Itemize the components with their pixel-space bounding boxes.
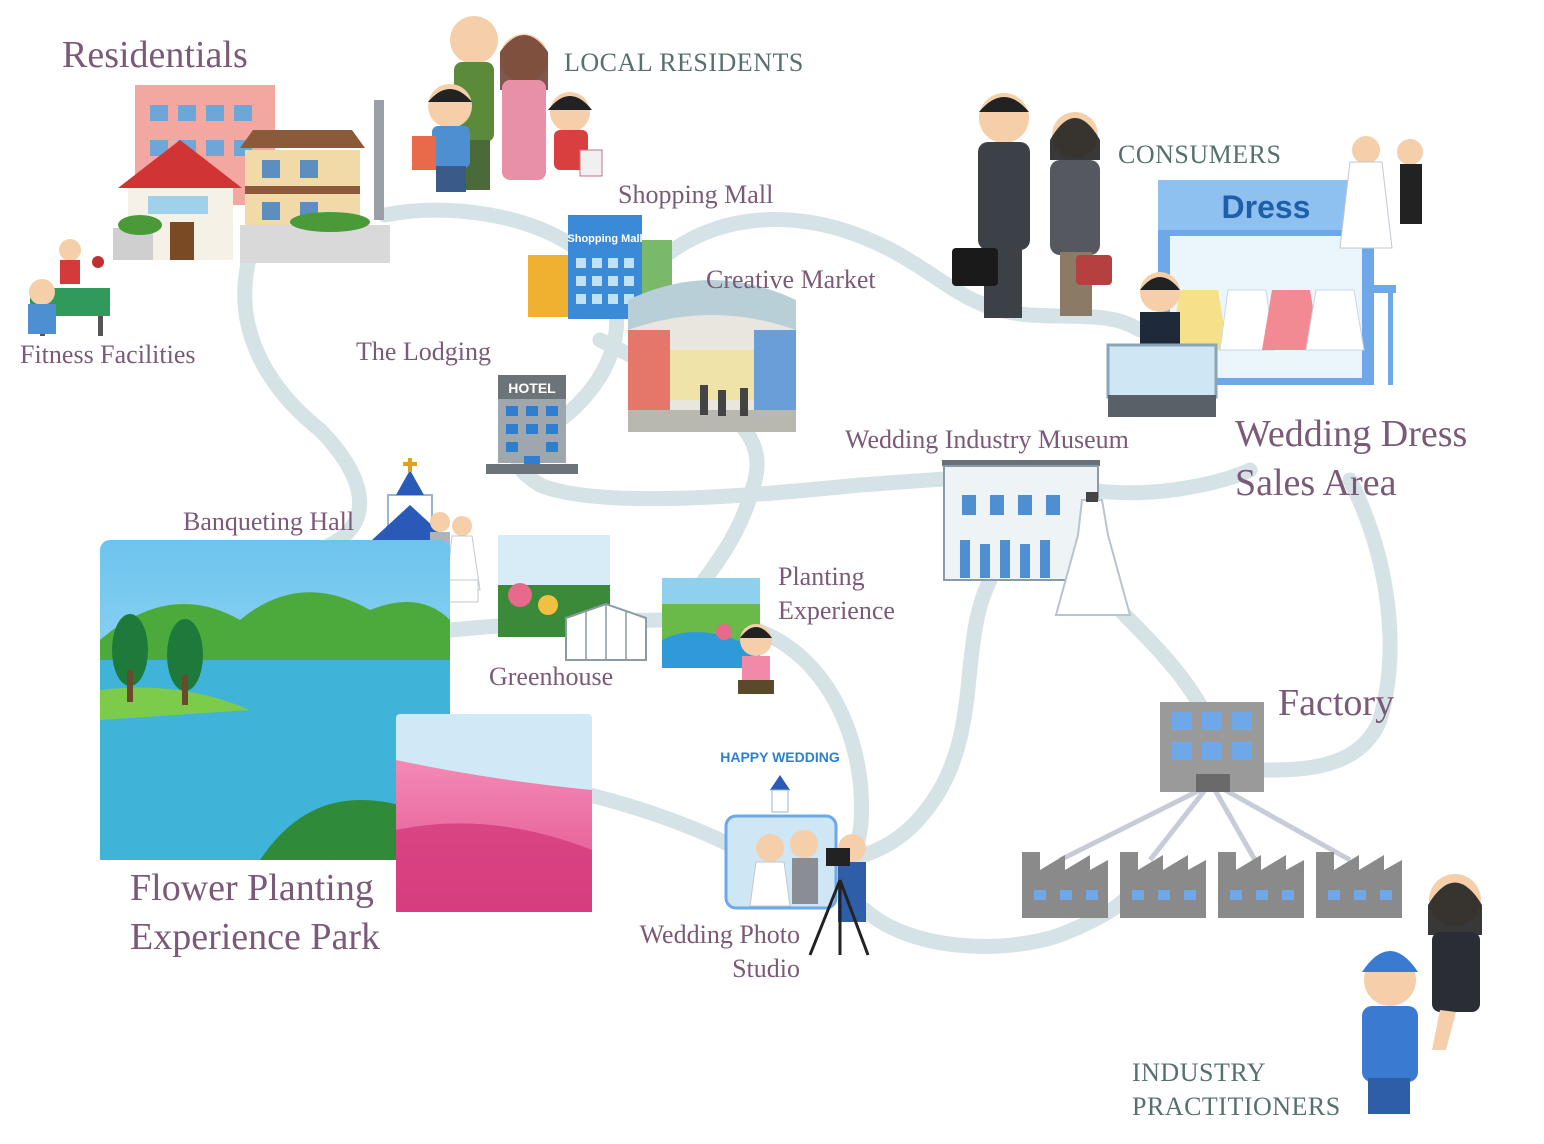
consumers-label: CONSUMERS <box>1118 140 1282 169</box>
lake-landscape-icon <box>100 540 450 860</box>
happy-wedding-sign: HAPPY WEDDING <box>720 749 840 765</box>
path-park-photo <box>582 787 738 853</box>
local-residents-label: LOCAL RESIDENTS <box>564 48 804 77</box>
hotel-sign: HOTEL <box>508 380 556 396</box>
factory-links <box>1058 787 1352 863</box>
lodging-label: The Lodging <box>356 337 492 366</box>
factory-row-icon <box>1022 852 1402 918</box>
industry-workers-icon <box>1362 874 1482 1114</box>
path-dress-factory <box>1257 472 1398 778</box>
jewelry-case-icon <box>1106 343 1218 417</box>
museum-icon <box>942 460 1100 581</box>
industry-practitioners-label: INDUSTRY PRACTITIONERS <box>1132 1058 1341 1121</box>
planting-experience-label: Planting Experience <box>778 562 895 625</box>
factory-label: Factory <box>1278 682 1395 724</box>
greenhouse-label: Greenhouse <box>489 662 614 691</box>
path-museum-photo <box>842 572 998 868</box>
table-tennis-players-icon <box>28 239 110 336</box>
dress-area-label: Wedding Dress Sales Area <box>1235 413 1468 505</box>
planting-experience-icon <box>662 578 774 694</box>
residentials-label: Residentials <box>62 34 248 76</box>
bride-and-clerk-icon <box>1339 136 1423 249</box>
hotel-icon: HOTEL <box>486 375 578 474</box>
photo-studio-label: Wedding Photo Studio <box>639 920 800 983</box>
museum-label: Wedding Industry Museum <box>845 425 1129 454</box>
photo-studio-icon: HAPPY WEDDING <box>720 749 870 956</box>
creative-market-label: Creative Market <box>706 265 876 294</box>
shop-clerk-icon <box>1140 272 1180 348</box>
factory-building-icon <box>1160 702 1264 792</box>
banqueting-hall-label: Banqueting Hall <box>183 507 355 536</box>
wedding-dress-icon <box>1054 492 1132 616</box>
creative-market-arcade-icon <box>628 280 796 432</box>
residential-buildings-icon <box>113 85 390 263</box>
flower-field-icon <box>396 714 592 912</box>
greenhouse-icon <box>498 535 647 661</box>
path-mall-consumers <box>652 212 1148 338</box>
mall-sign: Shopping Mall <box>567 233 642 245</box>
shopping-mall-label: Shopping Mall <box>618 180 774 209</box>
couple-consumers-icon <box>952 93 1112 318</box>
park-label: Flower Planting Experience Park <box>130 867 381 959</box>
local-residents-family-icon <box>412 16 603 192</box>
fitness-facilities-label: Fitness Facilities <box>20 340 196 369</box>
dress-shop-icon: Dress <box>1158 180 1396 385</box>
path-west-loop <box>237 247 367 553</box>
dress-sign: Dress <box>1222 189 1311 225</box>
